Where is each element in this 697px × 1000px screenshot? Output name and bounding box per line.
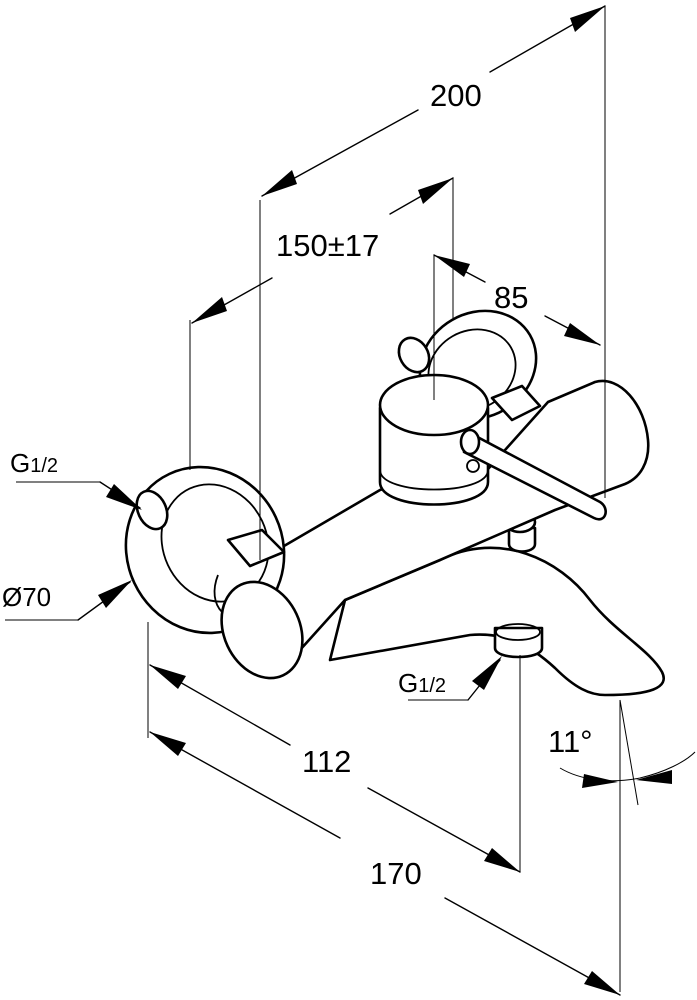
lever-handle — [459, 428, 607, 521]
dim-150-tolerance: 150±17 — [276, 228, 379, 263]
cartridge-housing — [378, 373, 490, 506]
dim-170: 170 — [370, 856, 422, 891]
faucet-body — [124, 309, 665, 697]
dimension-texts: 200 150±17 85 112 170 11° — [276, 78, 593, 891]
callout-leaders — [5, 481, 502, 701]
label-escutcheon-diameter: Ø70 — [2, 582, 51, 612]
dim-angle-11: 11° — [548, 724, 593, 759]
spout — [328, 546, 665, 697]
dim-85: 85 — [494, 280, 528, 315]
dim-112: 112 — [302, 744, 351, 779]
callout-texts: G1/2 Ø70 G1/2 — [2, 448, 446, 698]
label-inlet-thread: G1/2 — [10, 448, 58, 478]
dim-200: 200 — [430, 78, 482, 113]
dimension-lines — [147, 5, 696, 996]
outlet-thread — [493, 623, 544, 659]
label-outlet-thread: G1/2 — [398, 668, 446, 698]
body-end-cap — [220, 580, 304, 680]
main-body-bar — [234, 379, 650, 672]
